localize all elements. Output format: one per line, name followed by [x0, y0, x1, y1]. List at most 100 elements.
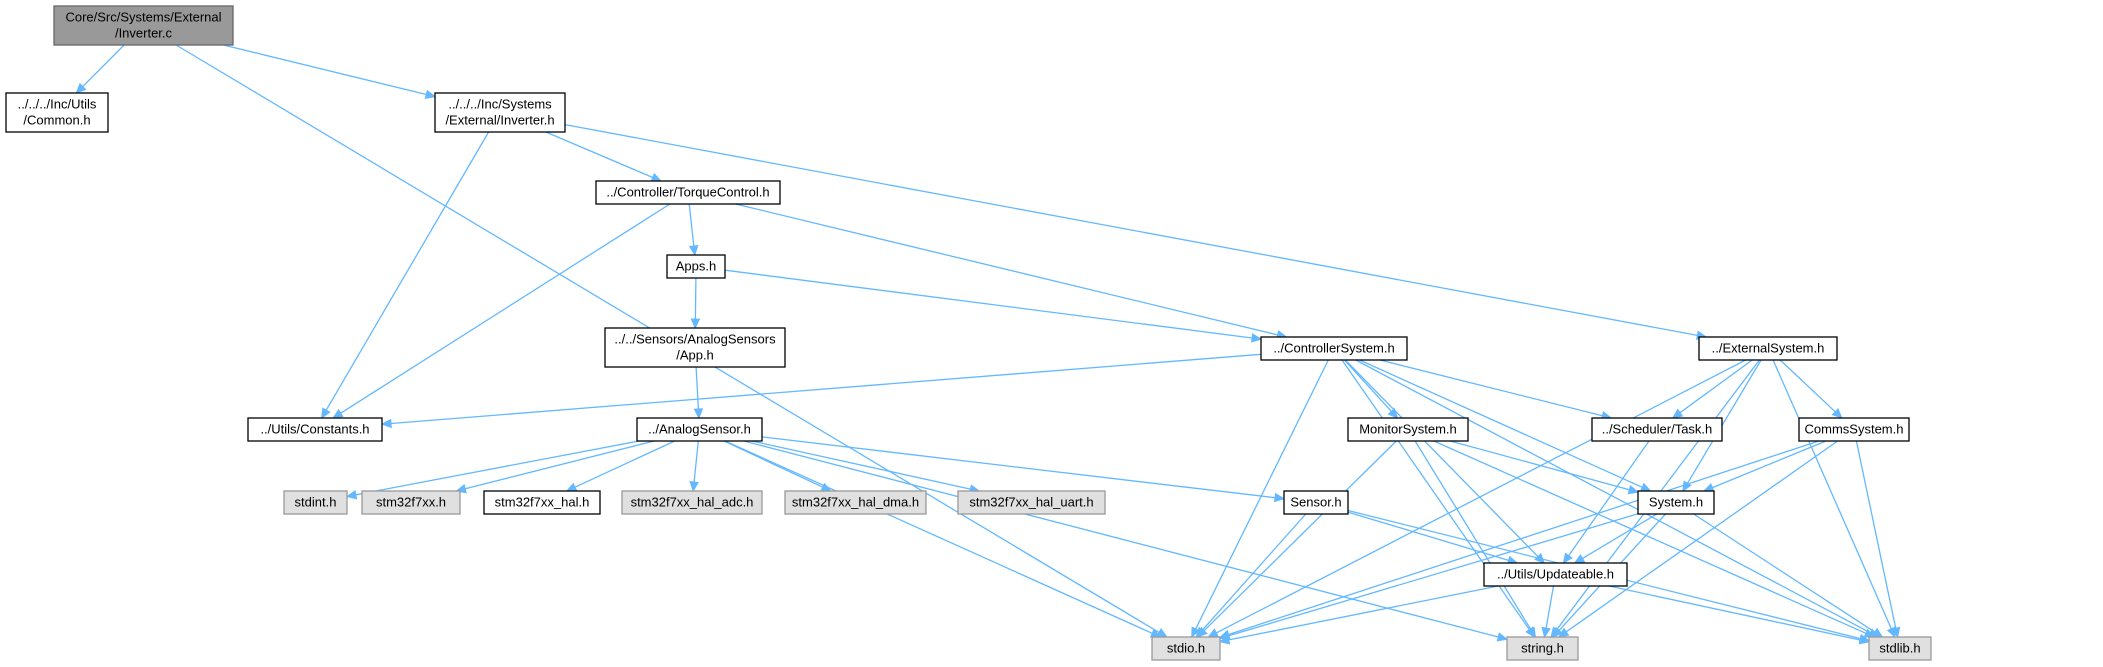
node-inc-systems-external-inverter-h[interactable]: ../../../Inc/Systems/External/Inverter.h	[434, 92, 566, 133]
node-box	[434, 92, 566, 133]
edge-n6-to-n22	[1191, 359, 1329, 639]
node-externalsystem-h[interactable]: ../ExternalSystem.h	[1698, 336, 1838, 361]
edge-n3-to-n4	[688, 203, 699, 257]
node-box	[1637, 490, 1715, 515]
edge-line	[1414, 440, 1532, 630]
node-monitorsystem-h[interactable]: MonitorSystem.h	[1347, 417, 1469, 442]
node-utils-constants-h[interactable]: ../Utils/Constants.h	[247, 417, 383, 442]
node-scheduler-task-h[interactable]: ../Scheduler/Task.h	[1591, 417, 1723, 442]
edge-n2-to-n8	[321, 131, 490, 420]
arrowhead-icon	[1552, 626, 1563, 638]
edge-line	[325, 131, 490, 411]
node-sensors-analogsensors-app-h[interactable]: ../../Sensors/AnalogSensors/App.h	[604, 327, 786, 368]
node-box	[1151, 636, 1221, 661]
node-label: ../../../Inc/Systems	[448, 97, 552, 112]
node-analogsensor-h[interactable]: ../AnalogSensor.h	[636, 417, 763, 442]
edge-n4-to-n6	[724, 269, 1263, 343]
edge-line	[761, 436, 1276, 499]
node-stm32f7xx-hal-dma-h[interactable]: stm32f7xx_hal_dma.h	[784, 490, 927, 515]
edge-n21-to-n23	[1541, 585, 1555, 639]
node-system-h[interactable]: System.h	[1637, 490, 1715, 515]
node-stdio-h[interactable]: stdio.h	[1151, 636, 1221, 661]
node-controllersystem-h[interactable]: ../ControllerSystem.h	[1260, 336, 1408, 361]
node-box	[1798, 417, 1910, 442]
arrowhead-icon	[1871, 627, 1884, 638]
node-label: stm32f7xx_hal.h	[495, 495, 590, 510]
edge-n3-to-n8	[332, 203, 671, 419]
edge-n21-to-n24	[1608, 585, 1871, 645]
edge-line	[694, 277, 697, 320]
arrowhead-icon	[75, 82, 87, 94]
edge-n5-to-n9	[693, 366, 704, 420]
edge-n3-to-n6	[735, 203, 1288, 340]
edge-line	[693, 440, 699, 483]
edge-n6-to-n23	[1341, 359, 1536, 639]
node-stm32f7xx-hal-uart-h[interactable]: stm32f7xx_hal_uart.h	[957, 490, 1106, 515]
edge-n9-to-n16	[689, 440, 699, 493]
edges-layer	[75, 44, 1901, 645]
edge-line	[1344, 359, 1539, 558]
node-label: /External/Inverter.h	[445, 113, 554, 128]
node-inc-utils-common-h[interactable]: ../../../Inc/Utils/Common.h	[5, 92, 109, 133]
arrowhead-icon	[690, 318, 701, 330]
node-stdint-h[interactable]: stdint.h	[283, 490, 348, 515]
node-box	[5, 92, 109, 133]
node-stdlib-h[interactable]: stdlib.h	[1868, 636, 1932, 661]
edge-line	[564, 123, 1698, 337]
edge-line	[1228, 585, 1499, 641]
edge-line	[1772, 359, 1892, 630]
edge-n9-to-n22	[724, 440, 1162, 638]
edge-line	[1855, 440, 1897, 629]
arrowhead-icon	[1496, 632, 1509, 642]
node-utils-updateable-h[interactable]: ../Utils/Updateable.h	[1483, 562, 1628, 587]
node-controller-torquecontrol-h[interactable]: ../Controller/TorqueControl.h	[595, 180, 781, 205]
edge-line	[340, 203, 671, 414]
arrowhead-icon	[1890, 626, 1901, 639]
node-box	[957, 490, 1106, 515]
arrowhead-icon	[1702, 483, 1715, 492]
edge-n9-to-n19	[761, 436, 1286, 503]
node-box	[1591, 417, 1723, 442]
node-commssystem-h[interactable]: CommsSystem.h	[1798, 417, 1910, 442]
edge-n7-to-n24	[1772, 359, 1896, 639]
edge-n10-to-n23	[1414, 440, 1537, 639]
edge-line	[1347, 511, 1509, 562]
edge-line	[1379, 359, 1603, 417]
node-label: /Inverter.c	[115, 26, 173, 41]
edge-line	[1201, 513, 1307, 631]
edge-n9-to-n15	[565, 440, 675, 492]
node-label: ../Utils/Updateable.h	[1497, 567, 1614, 582]
node-label: Core/Src/Systems/External	[65, 10, 221, 25]
edge-line	[1216, 359, 1746, 634]
edge-n21-to-n22	[1218, 585, 1499, 645]
edge-line	[1712, 440, 1827, 489]
node-stm32f7xx-hal-adc-h[interactable]: stm32f7xx_hal_adc.h	[621, 490, 763, 515]
arrowhead-icon	[1191, 626, 1201, 639]
node-core-src-systems-external-inverter-c[interactable]: Core/Src/Systems/External/Inverter.c	[53, 5, 234, 46]
edge-line	[751, 440, 971, 490]
arrowhead-icon	[1627, 485, 1640, 495]
arrowhead-icon	[693, 408, 704, 420]
arrowhead-icon	[1541, 626, 1551, 639]
node-box	[361, 490, 461, 515]
node-stm32f7xx-hal-h[interactable]: stm32f7xx_hal.h	[483, 490, 601, 515]
arrowhead-icon	[1387, 407, 1399, 419]
arrowhead-icon	[650, 172, 663, 182]
edge-line	[1228, 440, 1820, 636]
edge-n10-to-n22	[1196, 440, 1397, 638]
edge-line	[1344, 359, 1392, 412]
node-sensor-h[interactable]: Sensor.h	[1283, 490, 1349, 515]
arrowhead-icon	[1218, 635, 1231, 645]
edge-n10-to-n24	[1433, 440, 1876, 638]
node-apps-h[interactable]: Apps.h	[666, 254, 726, 279]
node-string-h[interactable]: string.h	[1506, 636, 1579, 661]
node-stm32f7xx-h[interactable]: stm32f7xx.h	[361, 490, 461, 515]
arrowhead-icon	[345, 490, 358, 500]
edge-n6-to-n11	[1379, 359, 1613, 421]
edge-line	[1679, 359, 1753, 414]
arrowhead-icon	[1573, 553, 1586, 564]
edge-line	[1228, 513, 1639, 637]
node-box	[1868, 636, 1932, 661]
edge-line	[1582, 513, 1658, 559]
